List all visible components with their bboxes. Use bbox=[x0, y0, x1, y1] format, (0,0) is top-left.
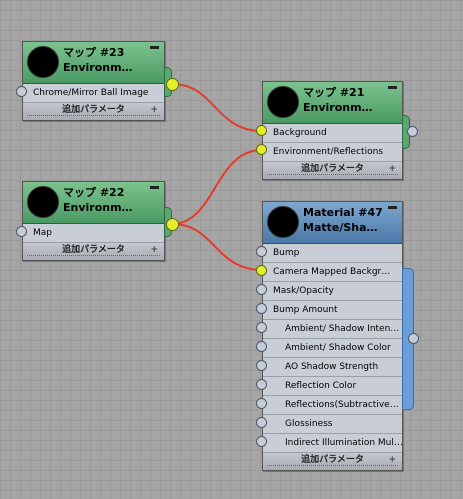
input-socket-ambient-shadow-color[interactable] bbox=[256, 341, 267, 352]
input-socket-bump[interactable] bbox=[256, 246, 267, 257]
wire-map22-to-env-reflections bbox=[171, 149, 263, 225]
footer-strip bbox=[267, 465, 398, 468]
node-subtitle: Matte/Sha… bbox=[303, 221, 378, 234]
map-preview-thumbnail bbox=[27, 186, 59, 218]
footer-strip bbox=[267, 174, 398, 177]
node-map-23[interactable]: マップ #23 Environm… Chrome/Mirror Ball Ima… bbox=[22, 41, 165, 121]
additional-params-rollout[interactable]: 追加パラメータ + bbox=[263, 453, 402, 470]
node-header[interactable]: Material #47 Matte/Sha… bbox=[263, 202, 402, 244]
node-material-47[interactable]: Material #47 Matte/Sha… Bump Camera Mapp… bbox=[262, 201, 403, 471]
slot-environment-reflections[interactable]: Environment/Reflections bbox=[263, 143, 402, 162]
additional-params-label: 追加パラメータ bbox=[301, 164, 364, 174]
node-subtitle: Environm… bbox=[63, 201, 133, 214]
input-socket-bump-amount[interactable] bbox=[256, 303, 267, 314]
node-title: マップ #22 bbox=[63, 186, 125, 199]
input-socket-background[interactable] bbox=[256, 125, 267, 136]
node-map-22[interactable]: マップ #22 Environm… Map 追加パラメータ + bbox=[22, 181, 165, 261]
output-socket[interactable] bbox=[407, 126, 418, 137]
output-socket[interactable] bbox=[408, 333, 419, 344]
additional-params-rollout[interactable]: 追加パラメータ + bbox=[23, 103, 164, 120]
input-socket-env-reflections[interactable] bbox=[256, 144, 267, 155]
wire-map23-to-background bbox=[171, 83, 263, 132]
expand-plus-icon[interactable]: + bbox=[388, 455, 396, 465]
additional-params-rollout[interactable]: 追加パラメータ + bbox=[263, 162, 402, 179]
map-preview-thumbnail bbox=[267, 86, 299, 118]
additional-params-label: 追加パラメータ bbox=[62, 105, 125, 115]
input-socket-ambient-shadow-intensity[interactable] bbox=[256, 322, 267, 333]
slot-camera-mapped-background[interactable]: Camera Mapped Backgr… bbox=[263, 263, 402, 282]
node-subtitle: Environm… bbox=[63, 61, 133, 74]
node-header[interactable]: マップ #21 Environm… bbox=[263, 82, 402, 124]
expand-plus-icon[interactable]: + bbox=[150, 245, 158, 255]
node-header[interactable]: マップ #22 Environm… bbox=[23, 182, 164, 224]
output-socket[interactable] bbox=[166, 218, 179, 231]
input-socket[interactable] bbox=[16, 226, 27, 237]
expand-plus-icon[interactable]: + bbox=[388, 164, 396, 174]
collapse-icon[interactable] bbox=[150, 46, 159, 49]
slot-chrome-mirror-ball[interactable]: Chrome/Mirror Ball Image bbox=[23, 84, 164, 103]
slot-reflections-subtractive[interactable]: Reflections(Subtractive… bbox=[263, 396, 402, 415]
input-socket-glossiness[interactable] bbox=[256, 417, 267, 428]
map-preview-thumbnail bbox=[27, 46, 59, 78]
slot-background[interactable]: Background bbox=[263, 124, 402, 143]
wire-map22-to-camera-mapped bbox=[171, 223, 263, 271]
slot-indirect-illumination-multiplier[interactable]: Indirect Illumination Mul… bbox=[263, 434, 403, 453]
slot-mask-opacity[interactable]: Mask/Opacity bbox=[263, 282, 402, 301]
slot-bump-amount[interactable]: Bump Amount bbox=[263, 301, 402, 320]
additional-params-rollout[interactable]: 追加パラメータ + bbox=[23, 243, 164, 260]
output-socket[interactable] bbox=[166, 78, 179, 91]
additional-params-label: 追加パラメータ bbox=[301, 455, 364, 465]
expand-plus-icon[interactable]: + bbox=[150, 105, 158, 115]
footer-strip bbox=[27, 255, 160, 258]
slot-ambient-shadow-color[interactable]: Ambient/ Shadow Color bbox=[263, 339, 402, 358]
input-socket-reflections-subtractive[interactable] bbox=[256, 398, 267, 409]
collapse-icon[interactable] bbox=[388, 206, 397, 209]
collapse-icon[interactable] bbox=[150, 186, 159, 189]
node-header[interactable]: マップ #23 Environm… bbox=[23, 42, 164, 84]
input-socket-camera-mapped[interactable] bbox=[256, 265, 267, 276]
additional-params-label: 追加パラメータ bbox=[62, 245, 125, 255]
slot-glossiness[interactable]: Glossiness bbox=[263, 415, 402, 434]
input-socket-mask-opacity[interactable] bbox=[256, 284, 267, 295]
node-title: マップ #21 bbox=[303, 86, 365, 99]
footer-strip bbox=[27, 115, 160, 118]
input-socket-indirect-illumination[interactable] bbox=[256, 436, 267, 447]
collapse-icon[interactable] bbox=[388, 86, 397, 89]
input-socket-reflection-color[interactable] bbox=[256, 379, 267, 390]
node-subtitle: Environm… bbox=[303, 101, 373, 114]
node-map-21[interactable]: マップ #21 Environm… Background Environment… bbox=[262, 81, 403, 180]
input-socket-ao-shadow-strength[interactable] bbox=[256, 360, 267, 371]
node-title: マップ #23 bbox=[63, 46, 125, 59]
slot-map[interactable]: Map bbox=[23, 224, 164, 243]
material-preview-thumbnail bbox=[267, 206, 299, 238]
slot-ambient-shadow-intensity[interactable]: Ambient/ Shadow Inten… bbox=[263, 320, 402, 339]
input-socket[interactable] bbox=[16, 86, 27, 97]
node-title: Material #47 bbox=[303, 206, 383, 219]
slot-ao-shadow-strength[interactable]: AO Shadow Strength bbox=[263, 358, 402, 377]
slot-bump[interactable]: Bump bbox=[263, 244, 402, 263]
slot-reflection-color[interactable]: Reflection Color bbox=[263, 377, 402, 396]
